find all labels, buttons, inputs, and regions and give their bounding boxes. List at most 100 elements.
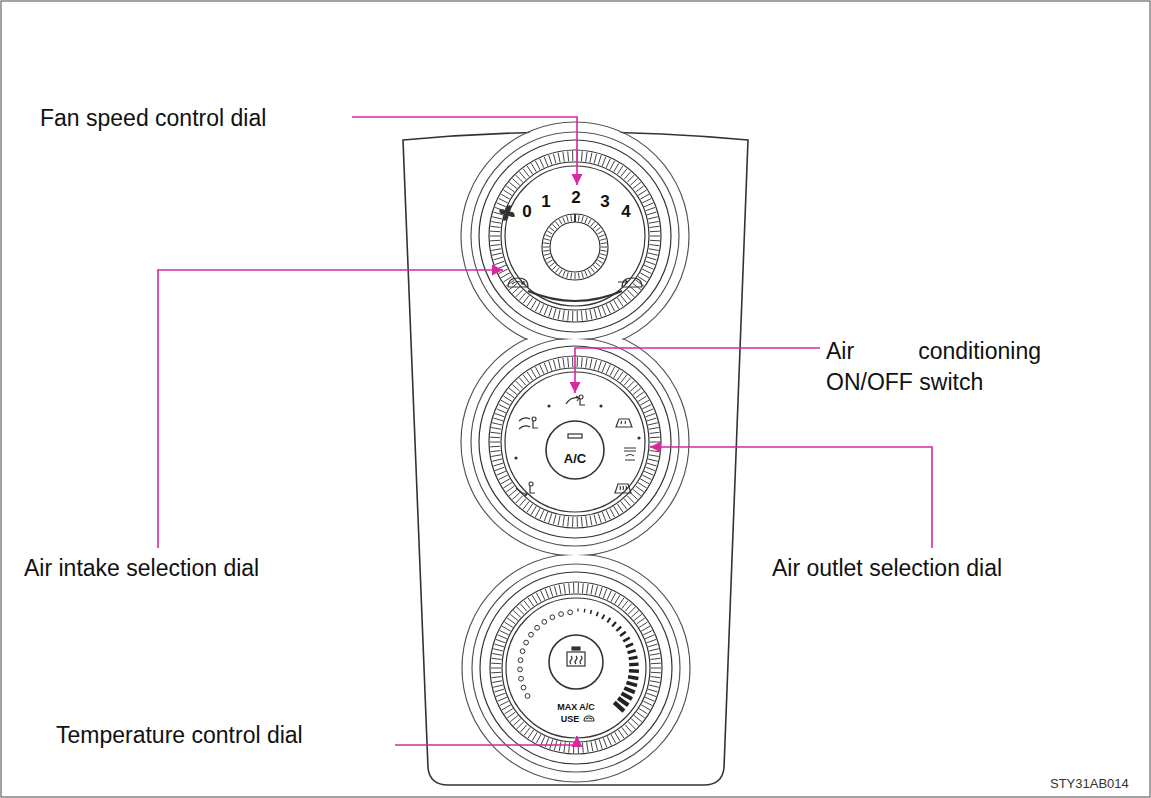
knurl-stroke (506, 186, 514, 192)
knurl-stroke (524, 727, 530, 735)
knurl-stroke (588, 219, 591, 224)
knurl-stroke (636, 486, 644, 492)
knurl-stroke (510, 715, 518, 721)
knurl-stroke (490, 442, 500, 443)
knurl-stroke (527, 504, 533, 512)
knurl-stroke (621, 375, 627, 383)
knurl-stroke (633, 489, 641, 495)
knurl-stroke (581, 517, 583, 527)
knurl-stroke (634, 715, 642, 721)
knurl-stroke (601, 250, 607, 252)
cool-scale-dot (529, 632, 534, 637)
knurl-stroke (517, 722, 524, 729)
temperature-dial-face (506, 598, 646, 738)
knurl-stroke (556, 222, 560, 227)
knurl-stroke (627, 381, 634, 388)
knurl-stroke (591, 268, 595, 273)
knurl-stroke (622, 727, 628, 735)
warm-scale-bar (607, 618, 610, 623)
knurl-stroke (646, 413, 655, 416)
knurl-stroke (549, 513, 552, 523)
knurl-stroke (535, 367, 540, 376)
temperature-scale (518, 609, 639, 712)
knurl-stroke (501, 400, 510, 405)
knurl-stroke (617, 298, 623, 306)
knurl-stroke (543, 242, 549, 244)
knurl-stroke (501, 479, 510, 484)
knurl-stroke (527, 298, 533, 306)
knurl-stroke (567, 216, 569, 222)
knurl-stroke (578, 583, 579, 593)
knurl-stroke (490, 446, 500, 448)
figure-code: STY31AB014 (1050, 777, 1129, 792)
knurl-stroke (497, 265, 506, 269)
knurl-stroke (617, 504, 623, 512)
knurl-stroke (624, 293, 631, 301)
knurl-stroke (492, 654, 502, 656)
knurl-stroke (544, 363, 548, 372)
warm-scale-bar (612, 622, 616, 627)
fan-speed-number: 0 (522, 202, 531, 222)
knob-pointer (574, 214, 576, 222)
callout-label: Air intake selection dial (24, 555, 259, 581)
knurl-stroke (572, 357, 573, 367)
face-vent-icon (566, 395, 585, 405)
knurl-stroke (559, 219, 562, 224)
knurl-stroke (631, 719, 638, 726)
knurl-stroke (509, 182, 517, 188)
knurl-stroke (630, 179, 637, 186)
panel-plate (403, 132, 748, 785)
knurl-stroke (594, 309, 597, 319)
knurl-stroke (625, 725, 632, 733)
knurl-stroke (649, 249, 659, 251)
knurl-stroke (601, 242, 607, 244)
cool-scale-dot (524, 640, 529, 645)
callout-label: Air outlet selection dial (772, 555, 1002, 581)
warm-scale-bar (624, 688, 635, 692)
knurl-stroke (491, 226, 501, 227)
knurl-stroke (651, 672, 661, 674)
knurl-stroke (601, 247, 607, 248)
knurl-stroke (628, 607, 635, 614)
leader-line (158, 270, 503, 548)
knurl-stroke (582, 743, 584, 753)
knurl-stroke (493, 649, 503, 651)
knurl-stroke (625, 604, 632, 612)
knurl-stroke (491, 249, 501, 251)
warm-scale-bar (614, 702, 624, 711)
knurl-stroke (495, 207, 504, 210)
knurl-stroke (645, 697, 654, 701)
knurl-stroke (649, 222, 659, 224)
knurl-stroke (503, 277, 511, 282)
knurl-stroke (591, 742, 593, 752)
callout-label: Air conditioning ON/OFF switch (826, 336, 1041, 398)
leader-line (575, 348, 820, 393)
knurl-stroke (639, 709, 647, 714)
mixed-defrost-icon (624, 448, 636, 460)
knurl-stroke (638, 190, 646, 195)
knurl-stroke (491, 428, 501, 430)
knurl-stroke (650, 442, 660, 443)
knurl-stroke (590, 516, 592, 526)
knurl-stroke (532, 595, 537, 604)
knurl-stroke (596, 228, 601, 232)
warm-scale-bar (616, 627, 621, 631)
knurl-stroke (614, 163, 619, 172)
knurl-stroke (650, 240, 660, 242)
knurl-stroke (646, 207, 655, 210)
knurling (490, 151, 661, 753)
knurl-stroke (598, 361, 601, 371)
knurl-stroke (512, 385, 519, 392)
knurl-stroke (633, 283, 641, 289)
temperature-dial-ring (490, 582, 662, 754)
knurl-stroke (598, 155, 601, 165)
knurl-stroke (650, 654, 660, 656)
intake-knob-cap (550, 222, 600, 272)
knurl-stroke (624, 378, 631, 386)
ac-indicator (568, 434, 582, 438)
knurl-stroke (506, 486, 514, 492)
knurl-stroke (559, 270, 562, 275)
knurl-stroke (598, 231, 603, 234)
knurl-stroke (523, 501, 529, 509)
ac-button (546, 421, 604, 479)
